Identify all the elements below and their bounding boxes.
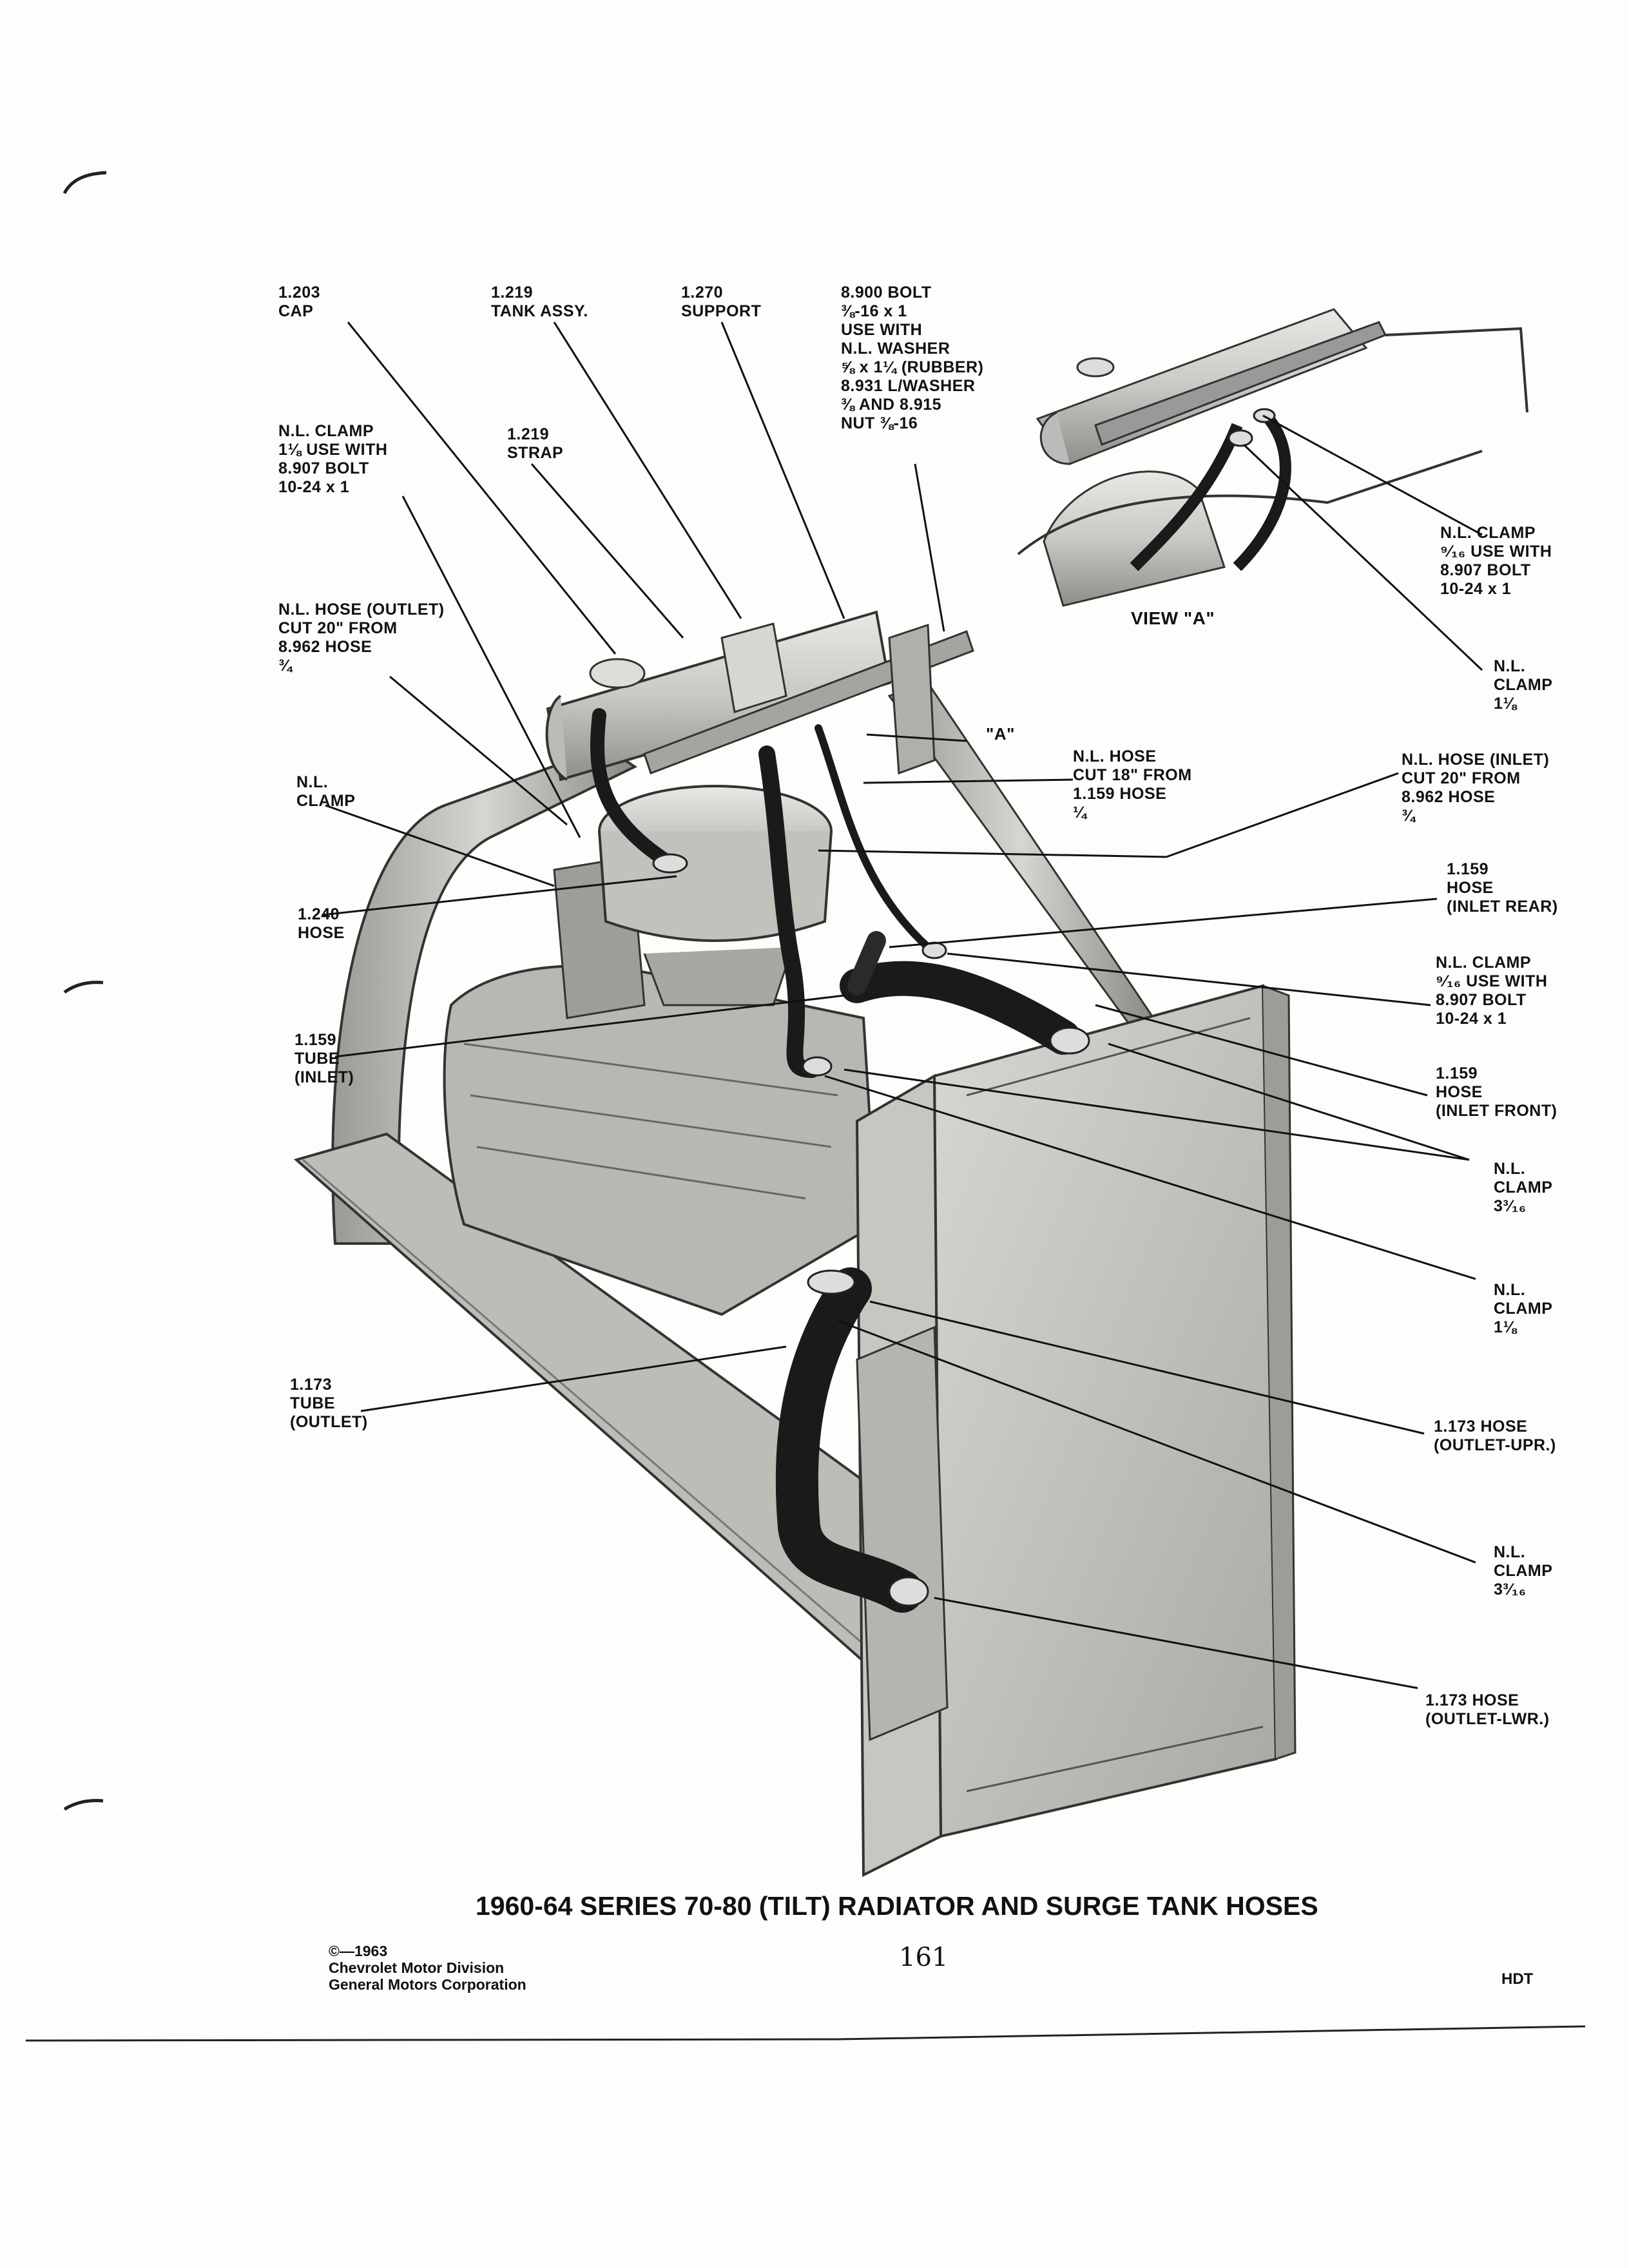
radiator [855,984,1296,1878]
hose-clamps [652,853,1090,1607]
hoses [590,708,1081,1613]
callout-tank-assy: 1.219 TANK ASSY. [491,284,588,320]
callout-clamp-1-1-8-right: N.L. CLAMP 1⅛ [1494,1281,1553,1336]
copyright-line-1: ©—1963 [329,1943,388,1959]
callout-clamp-3-3-16-a: N.L. CLAMP 3³⁄₁₆ [1494,1160,1553,1215]
callout-view-clamp-9-16: N.L. CLAMP ⁹⁄₁₆ USE WITH 8.907 BOLT 10-2… [1440,524,1552,598]
callout-clamp-9-16-right: N.L. CLAMP ⁹⁄₁₆ USE WITH 8.907 BOLT 10-2… [1436,954,1548,1028]
view-a-label: VIEW "A" [1131,608,1215,628]
callout-bolt: 8.900 BOLT ⅜-16 x 1 USE WITH N.L. WASHER… [841,284,984,432]
callout-hose-outlet-nl: N.L. HOSE (OUTLET) CUT 20" FROM 8.962 HO… [278,601,445,675]
callout-hose-outlet-lwr: 1.173 HOSE (OUTLET-LWR.) [1425,1691,1550,1728]
leader-lines [322,322,1483,1689]
callout-cap: 1.203 CAP [278,284,321,320]
callout-strap: 1.219 STRAP [507,425,564,462]
callout-hose-1240: 1.240 HOSE [298,905,345,942]
callout-hose-inlet-rear: 1.159 HOSE (INLET REAR) [1447,860,1558,916]
copyright-line-2: Chevrolet Motor Division [329,1959,505,1976]
callout-hose-inlet-front: 1.159 HOSE (INLET FRONT) [1436,1064,1557,1120]
page-title: 1960-64 SERIES 70-80 (TILT) RADIATOR AND… [476,1891,1318,1921]
margin-mark [63,981,104,994]
callout-tube-outlet: 1.173 TUBE (OUTLET) [290,1376,368,1431]
view-a-inset [1017,308,1528,607]
callout-support: 1.270 SUPPORT [681,284,762,320]
callout-clamp-left: N.L. CLAMP [296,773,356,810]
margin-mark [63,171,107,195]
callout-view-clamp-1-1-8: N.L. CLAMP 1⅛ [1494,657,1553,713]
callout-clamp-3-3-16-b: N.L. CLAMP 3³⁄₁₆ [1494,1543,1553,1599]
callout-clamp-top-left: N.L. CLAMP 1⅛ USE WITH 8.907 BOLT 10-24 … [278,422,388,496]
view-a-marker: "A" [986,724,1015,744]
page-number: 161 [899,1943,949,1972]
section-code: HDT [1501,1970,1534,1988]
margin-mark [63,1799,104,1811]
copyright-line-3: General Motors Corporation [329,1976,526,1993]
callout-hose-inlet-nl: N.L. HOSE (INLET) CUT 20" FROM 8.962 HOS… [1402,751,1550,825]
callout-hose-outlet-upr: 1.173 HOSE (OUTLET-UPR.) [1434,1418,1556,1454]
bottom-rule [25,2025,1586,2042]
callout-tube-inlet: 1.159 TUBE (INLET) [294,1031,354,1086]
callout-hose-cut-18: N.L. HOSE CUT 18" FROM 1.159 HOSE ¼ [1073,747,1192,822]
